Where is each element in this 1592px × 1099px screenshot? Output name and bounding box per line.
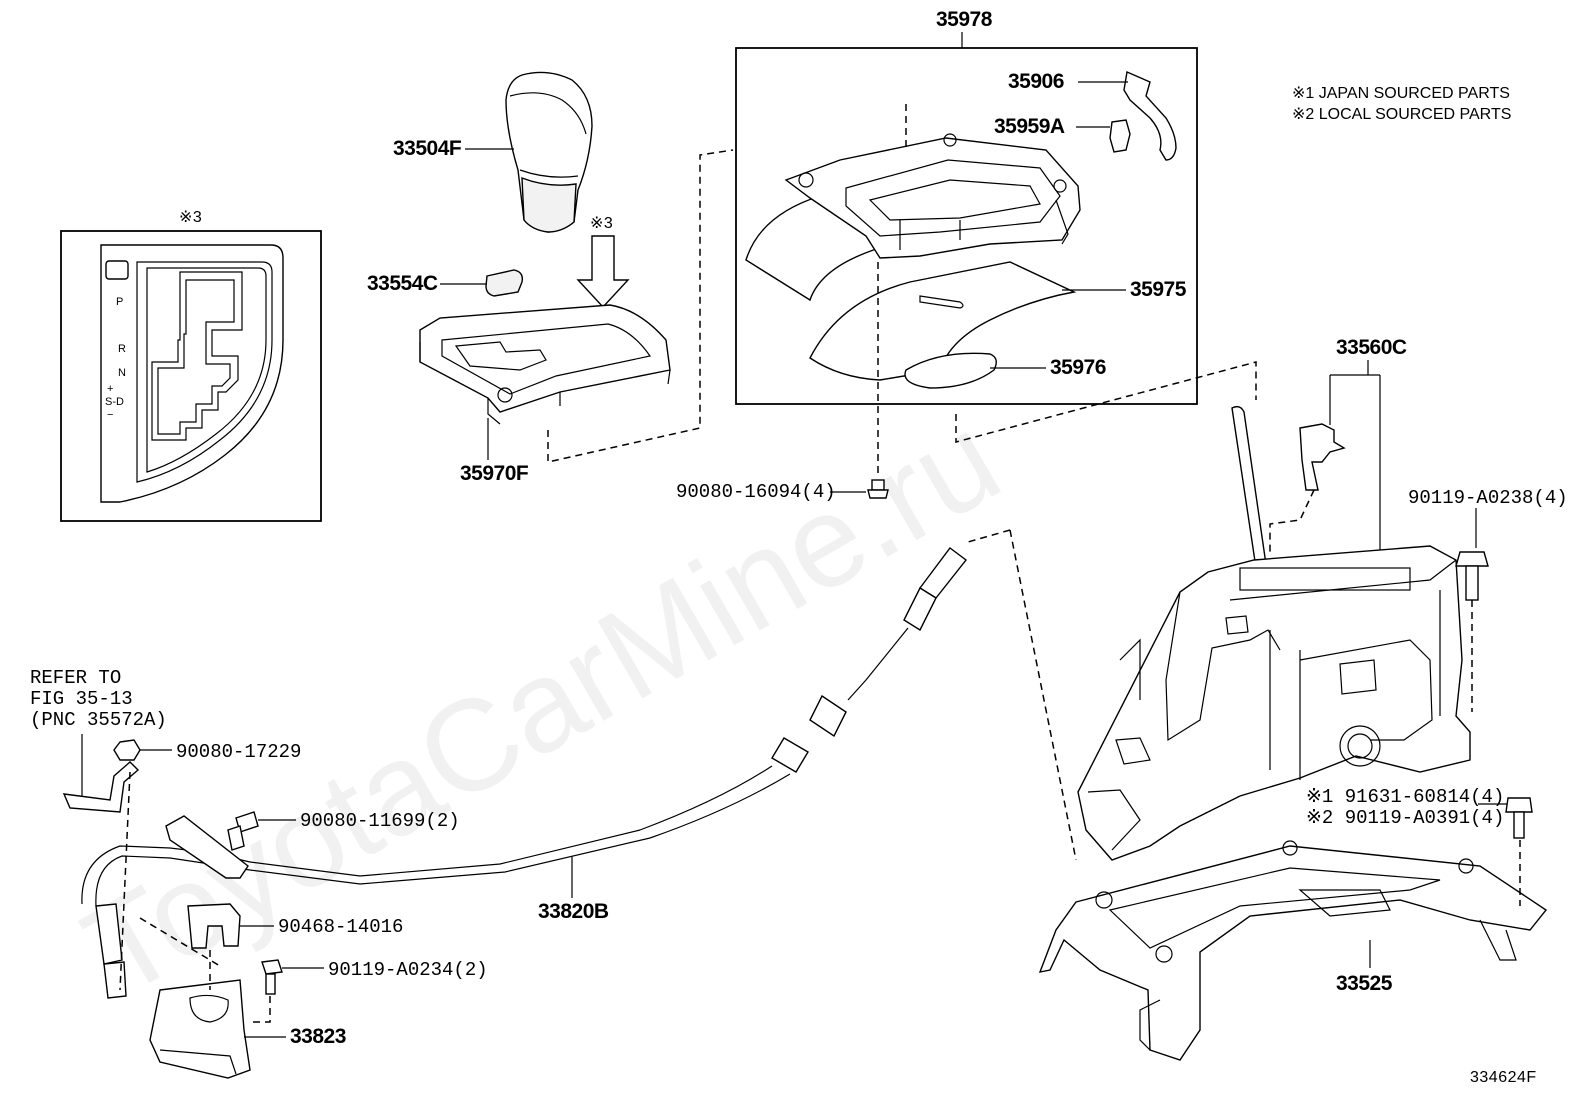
label-35970F: 35970F	[460, 462, 529, 485]
label-90080-16094: 90080-16094(4)	[676, 481, 836, 503]
refer-note-line3: (PNC 35572A)	[30, 709, 167, 731]
label-33525: 33525	[1336, 972, 1393, 995]
connector-33560C	[1299, 423, 1346, 491]
down-arrow-icon	[576, 235, 630, 309]
gear-plus: +	[107, 383, 113, 395]
clip-35906	[1123, 71, 1177, 161]
label-33504F: 33504F	[393, 137, 462, 160]
console-upper-frame	[745, 133, 1081, 302]
label-35976: 35976	[1050, 356, 1106, 379]
bolt-90119-A0234	[261, 959, 283, 995]
refer-note-line1: REFER TO	[30, 667, 121, 689]
clip-90468-14016	[187, 903, 241, 949]
bolt-90080-11699	[227, 811, 259, 851]
gear-p: P	[116, 296, 123, 308]
gear-r: R	[118, 343, 126, 355]
shifter-assembly	[1077, 405, 1471, 861]
shift-button	[485, 269, 524, 297]
group-35978-frame	[735, 47, 1198, 405]
label-90119-A0238: 90119-A0238(4)	[1408, 487, 1568, 509]
shift-bezel	[419, 304, 671, 425]
gear-indicator-inset: ※3 P R N + S-D −	[60, 209, 322, 522]
shift-knob	[505, 71, 593, 233]
note-japan-sourced: ※1 JAPAN SOURCED PARTS	[1292, 85, 1510, 102]
inset-marker-label: ※3	[179, 209, 202, 226]
cover-sheet-35975	[809, 261, 1077, 381]
gear-n: N	[118, 367, 126, 379]
gear-s-d: S-D	[105, 396, 124, 408]
label-35959A: 35959A	[994, 115, 1065, 138]
figure-code: 334624F	[1470, 1069, 1537, 1086]
label-33554C: 33554C	[367, 272, 438, 295]
bolt-90119-A0238	[1455, 551, 1489, 601]
support-bracket	[62, 761, 140, 813]
label-35975: 35975	[1130, 278, 1187, 301]
refer-note-line2: FIG 35-13	[30, 688, 133, 710]
label-90119-A0391: ※2 90119-A0391(4)	[1306, 807, 1504, 829]
cover-sheet-35976	[904, 352, 997, 389]
bracket-33823	[149, 979, 251, 1079]
screw-90080-16094	[867, 479, 889, 499]
label-33820B: 33820B	[538, 900, 609, 923]
nut-90080-17229	[113, 739, 141, 761]
note-local-sourced: ※2 LOCAL SOURCED PARTS	[1292, 106, 1511, 123]
cable-bracket-plate	[165, 815, 249, 879]
label-35906: 35906	[1008, 70, 1064, 93]
label-33823: 33823	[290, 1025, 346, 1048]
indicator-panel	[100, 244, 284, 503]
shift-cable	[81, 547, 967, 999]
label-90119-A0234: 90119-A0234(2)	[328, 959, 488, 981]
label-35978: 35978	[936, 8, 993, 31]
label-33560C: 33560C	[1336, 336, 1407, 359]
label-90080-11699: 90080-11699(2)	[300, 810, 460, 832]
label-90468-14016: 90468-14016	[278, 916, 403, 938]
arrow-marker-label: ※3	[590, 215, 613, 232]
lock-button-icon	[105, 260, 129, 280]
clip-35959A	[1109, 119, 1131, 153]
label-91631-60814: ※1 91631-60814(4)	[1306, 786, 1504, 808]
label-90080-17229: 90080-17229	[176, 741, 301, 763]
inset-frame	[60, 230, 322, 522]
bolt-91631-60814	[1505, 797, 1533, 839]
bracket-33525	[1038, 840, 1548, 1061]
gear-minus: −	[107, 409, 113, 421]
